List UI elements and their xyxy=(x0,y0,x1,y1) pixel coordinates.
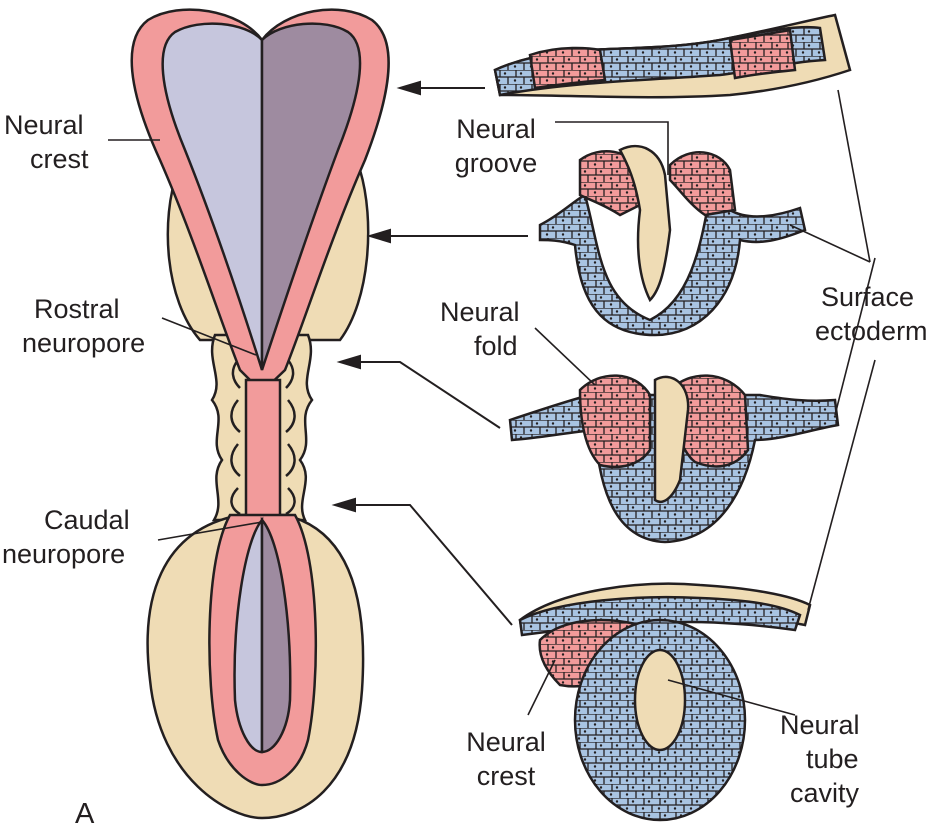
rostral-neuropore-label: Rostral neuropore xyxy=(22,294,146,358)
neural-groove-label: Neural groove xyxy=(454,114,538,178)
neural-plate-right xyxy=(260,22,362,371)
section-neural-groove xyxy=(538,144,807,337)
neural-crest-label-top: Neural crest xyxy=(4,110,89,174)
neural-plate-left xyxy=(161,22,264,371)
caudal-plate-right xyxy=(260,516,292,754)
leader-lines xyxy=(108,89,876,716)
neural-tube-strip xyxy=(244,378,282,522)
section-neural-tube xyxy=(518,582,812,822)
section-neural-plate xyxy=(493,13,852,99)
section-arrows xyxy=(331,80,528,626)
embryo-dorsal-view xyxy=(130,8,390,820)
neural-fold-label: Neural fold xyxy=(440,297,520,361)
neural-tube-cavity xyxy=(633,648,687,752)
somite-segments xyxy=(230,359,296,516)
panel-letter: A xyxy=(75,798,95,830)
section-neural-fold xyxy=(508,374,840,544)
neural-crest-label-bottom: Neural crest xyxy=(466,727,546,791)
surface-ectoderm-label: Surface ectoderm xyxy=(815,282,928,346)
caudal-plate-left xyxy=(233,516,264,754)
neural-tube-cavity-label: Neural tube cavity xyxy=(780,710,860,808)
caudal-neuropore-label: Caudal neuropore xyxy=(2,505,130,569)
